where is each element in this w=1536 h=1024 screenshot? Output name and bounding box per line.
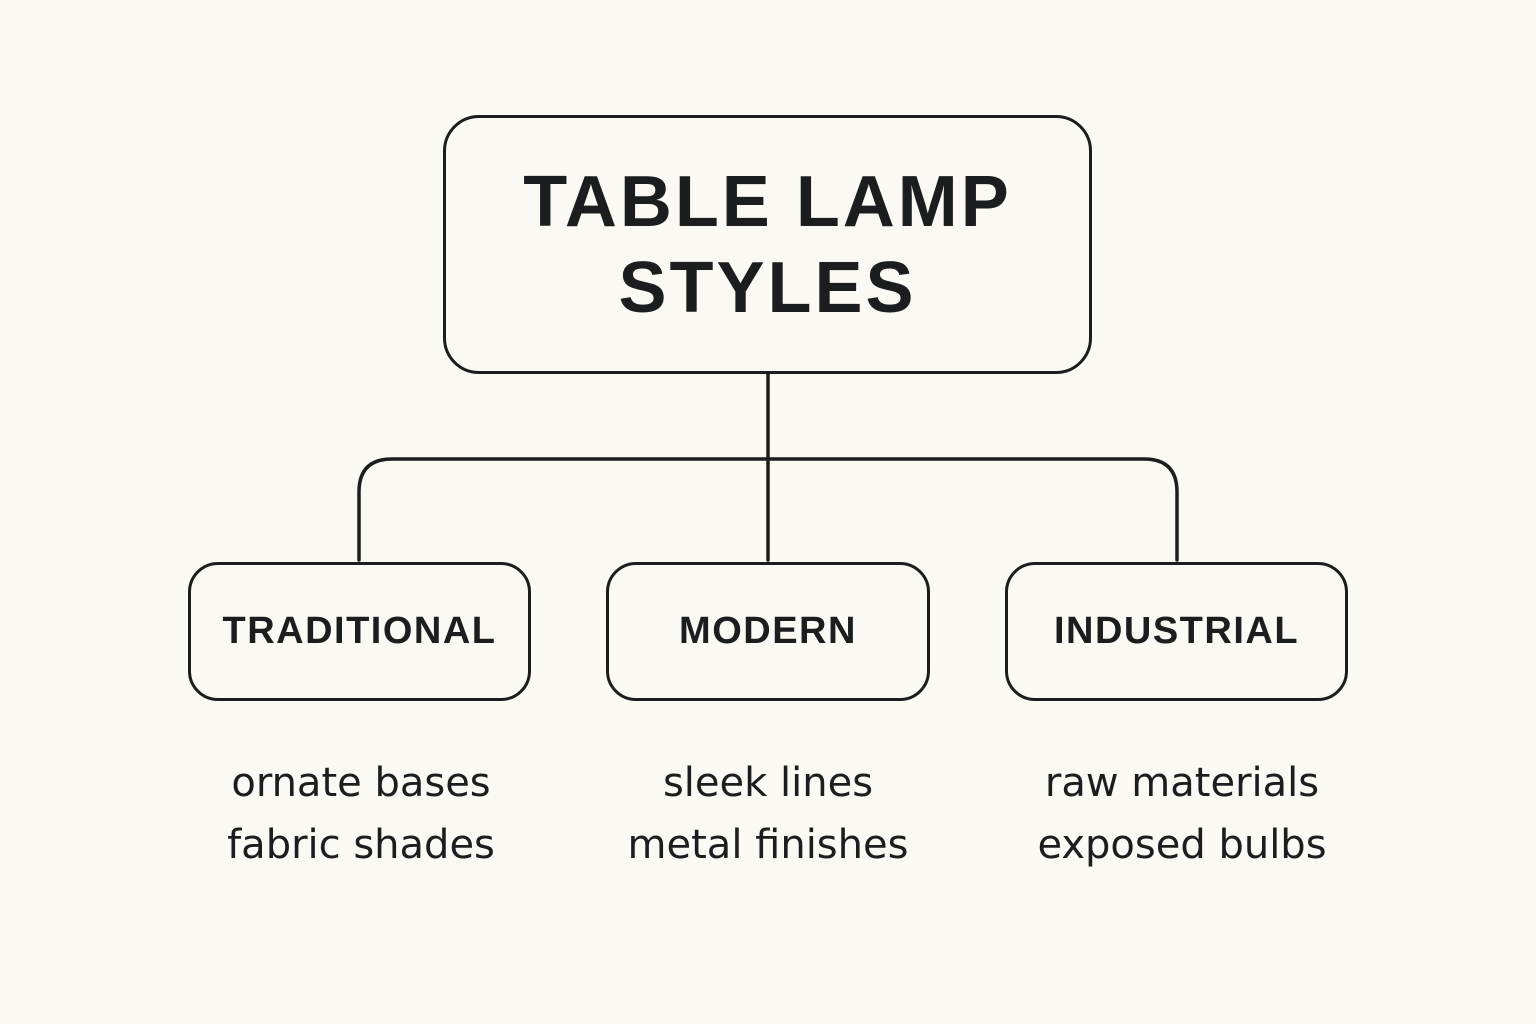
root-title: TABLE LAMP STYLES <box>523 161 1012 328</box>
category-node-industrial: INDUSTRIAL <box>1005 562 1348 701</box>
category-label: TRADITIONAL <box>222 610 497 652</box>
trait-text: sleek lines <box>662 760 874 806</box>
category-node-modern: MODERN <box>606 562 930 701</box>
trait-text: metal finishes <box>627 822 909 868</box>
connector-branch-right <box>766 457 1179 562</box>
traits-modern: sleek lines metal finishes <box>598 752 938 876</box>
trait-text: exposed bulbs <box>1037 822 1327 868</box>
root-node: TABLE LAMP STYLES <box>443 115 1092 374</box>
trait-text: ornate bases <box>231 760 491 806</box>
traits-traditional: ornate bases fabric shades <box>191 752 531 876</box>
trait-text: fabric shades <box>227 822 495 868</box>
category-label: MODERN <box>679 610 857 652</box>
traits-industrial: raw materials exposed bulbs <box>1012 752 1352 876</box>
category-node-traditional: TRADITIONAL <box>188 562 531 701</box>
trait-text: raw materials <box>1044 760 1320 806</box>
category-label: INDUSTRIAL <box>1053 610 1300 652</box>
connector-branch-left <box>357 457 770 562</box>
